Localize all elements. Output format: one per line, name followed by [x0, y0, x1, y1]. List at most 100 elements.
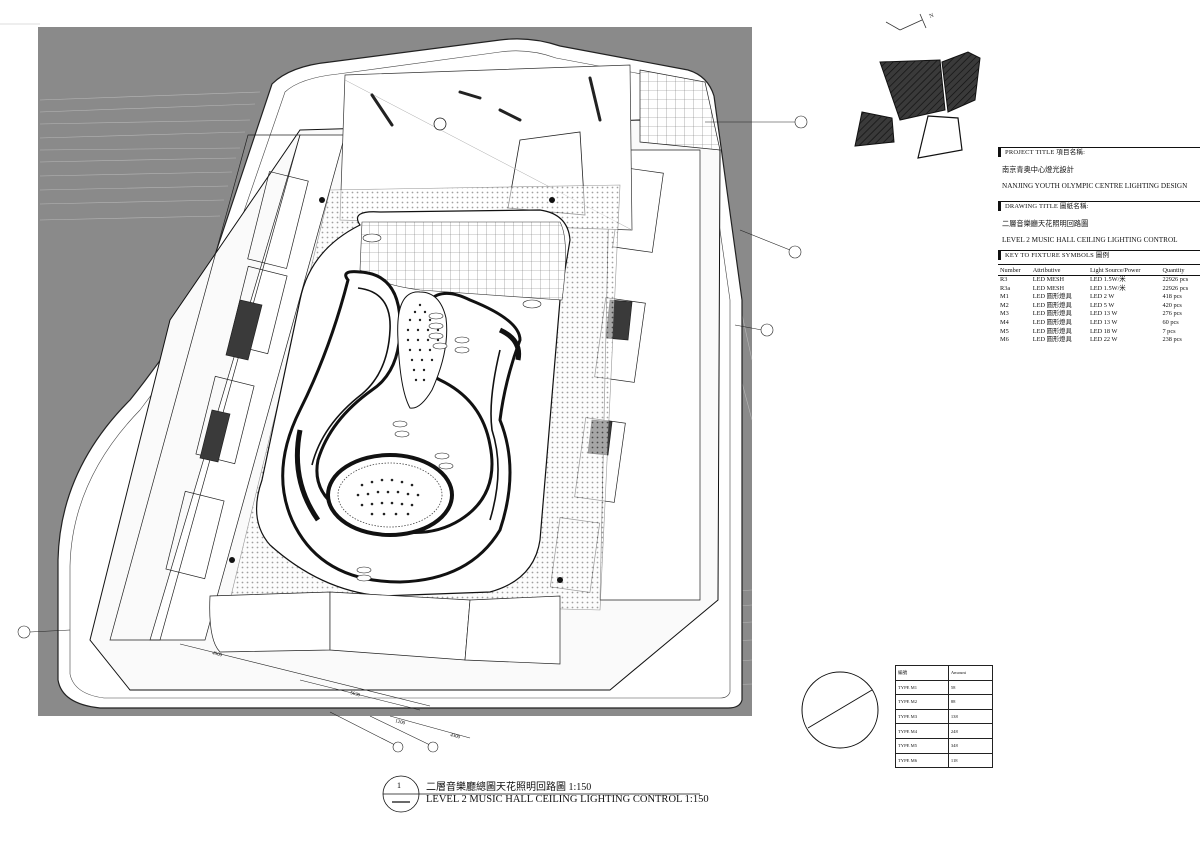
fixture-key-header-row: Number Attributive Light Source/Power Qu… — [998, 264, 1200, 276]
table-row: R3 LED MESH LED 1.5W/米 22926 pcs — [998, 276, 1200, 285]
drawing-title-cn: 二層音樂廳天花照明回路圖 — [1002, 220, 1089, 228]
plan-title-cn: 二層音樂廳總圖天花照明回路圖 1:150 — [426, 782, 592, 793]
table-cell: 22926 pcs — [1162, 276, 1189, 283]
table-cell: LED 圓形燈具 — [1032, 318, 1072, 326]
table-cell: 88 — [947, 694, 994, 710]
table-cell: 248 — [947, 723, 994, 739]
table-row: R3a LED MESH LED 1.5W/米 22926 pcs — [998, 285, 1200, 294]
ceiling-petal-line-2 — [489, 349, 501, 521]
table-cell: 138 — [947, 708, 994, 725]
table-cell: LED MESH — [1032, 284, 1065, 292]
fixture-key-table: Number Attributive Light Source/Power Qu… — [998, 264, 1200, 345]
ceiling-petal-line-1 — [311, 287, 391, 466]
table-cell: TYPE M4 — [895, 723, 949, 739]
type-table-header: 編號 — [895, 665, 949, 681]
key-plan-icon — [854, 51, 981, 159]
project-name-cn: 南京青奥中心燈光設計 — [1002, 166, 1074, 174]
site-inner-outline — [69, 50, 731, 699]
table-cell: 118 — [947, 752, 994, 769]
table-cell: LED 圓形燈具 — [1032, 327, 1072, 335]
downlight-cluster-stage — [356, 478, 420, 516]
table-cell: M4 — [1000, 318, 1009, 326]
table-cell: 348 — [947, 737, 994, 754]
left-wing — [109, 134, 346, 641]
table-cell: LED 圓形燈具 — [1032, 293, 1072, 301]
fixture-key-header: Attributive — [1030, 264, 1088, 276]
table-row: M4 LED 圓形燈具 LED 13 W 60 pcs — [998, 319, 1200, 328]
table-cell: LED 2 W — [1089, 293, 1115, 301]
fixture-key-section: KEY TO FIXTURE SYMBOLS 圖例 — [998, 250, 1200, 260]
dimension-label-4: 1200 — [395, 719, 406, 726]
drawing-title-en: LEVEL 2 MUSIC HALL CEILING LIGHTING CONT… — [1002, 236, 1178, 244]
dimension-label-3: 4300 — [450, 733, 461, 740]
pillar-lines — [370, 76, 602, 127]
table-cell: TYPE M6 — [895, 752, 949, 769]
table-cell: LED 18 W — [1089, 327, 1118, 335]
lower-rooms — [209, 591, 561, 665]
project-name-en: NANJING YOUTH OLYMPIC CENTRE LIGHTING DE… — [1002, 182, 1188, 190]
table-cell: M6 — [1000, 336, 1009, 344]
table-cell: R3 — [1000, 276, 1008, 283]
grid-reference-bubble-icon — [17, 115, 808, 753]
drawing-title-label: DRAWING TITLE 圖紙名稱: — [998, 201, 1200, 211]
table-row: M1 LED 圓形燈具 LED 2 W 418 pcs — [998, 293, 1200, 302]
table-cell: 22926 pcs — [1162, 284, 1189, 292]
table-cell: 276 pcs — [1162, 310, 1182, 318]
downlight-cluster-upper — [406, 303, 440, 382]
fixture-key-header: Quantity — [1160, 264, 1200, 276]
table-cell: TYPE M2 — [895, 694, 949, 710]
table-cell: 58 — [947, 679, 994, 696]
plan-title-bubble — [382, 775, 700, 813]
fixture-key-header: Number — [998, 264, 1031, 276]
table-cell: LED 13 W — [1089, 318, 1118, 326]
table-cell: TYPE M1 — [895, 679, 949, 696]
plan-title-en: LEVEL 2 MUSIC HALL CEILING LIGHTING CONT… — [426, 794, 709, 805]
table-cell: LED 5 W — [1089, 301, 1115, 309]
table-cell: 418 pcs — [1162, 293, 1182, 301]
table-cell: M2 — [1000, 301, 1009, 309]
table-cell: LED MESH — [1032, 276, 1065, 283]
table-cell: R3a — [1000, 284, 1011, 292]
plan-title-number: 1 — [397, 781, 401, 790]
type-table-header: Amount — [947, 665, 994, 681]
table-cell: LED 1.5W/米 — [1089, 284, 1126, 292]
fixture-tags — [356, 233, 542, 582]
table-cell: M1 — [1000, 293, 1009, 301]
section-symbol-icon — [801, 671, 879, 749]
table-cell: LED 1.5W/米 — [1089, 276, 1126, 283]
ceiling-petal-thick-edge — [294, 429, 321, 522]
table-cell: TYPE M5 — [895, 737, 949, 754]
table-cell: M3 — [1000, 310, 1009, 318]
table-cell: TYPE M3 — [895, 708, 949, 725]
type-table-header-row: 編號 Amount — [895, 665, 994, 681]
table-cell: LED 22 W — [1089, 336, 1118, 344]
north-arrow-icon: N — [885, 13, 935, 31]
table-cell: LED 圓形燈具 — [1032, 336, 1072, 344]
table-cell: 60 pcs — [1162, 318, 1179, 326]
column-markers — [221, 117, 563, 607]
fixture-key-header: Light Source/Power — [1087, 264, 1161, 276]
project-title-label: PROJECT TITLE 項目名稱: — [998, 147, 1200, 157]
dimension-label-1: 4900 — [212, 651, 223, 658]
table-row: M6 LED 圓形燈具 LED 22 W 238 pcs — [998, 336, 1200, 345]
drawing-title-section: DRAWING TITLE 圖紙名稱: 二層音樂廳天花照明回路圖 LEVEL 2… — [998, 201, 1200, 244]
table-cell: 420 pcs — [1162, 301, 1182, 309]
dimension-label-2: 5630 — [350, 691, 361, 698]
table-cell: 238 pcs — [1162, 336, 1182, 344]
table-cell: 7 pcs — [1162, 327, 1176, 335]
tiled-plaza-top-right — [639, 69, 721, 151]
dimension-lines — [179, 643, 471, 739]
fixture-key-label: KEY TO FIXTURE SYMBOLS 圖例 — [998, 250, 1200, 260]
